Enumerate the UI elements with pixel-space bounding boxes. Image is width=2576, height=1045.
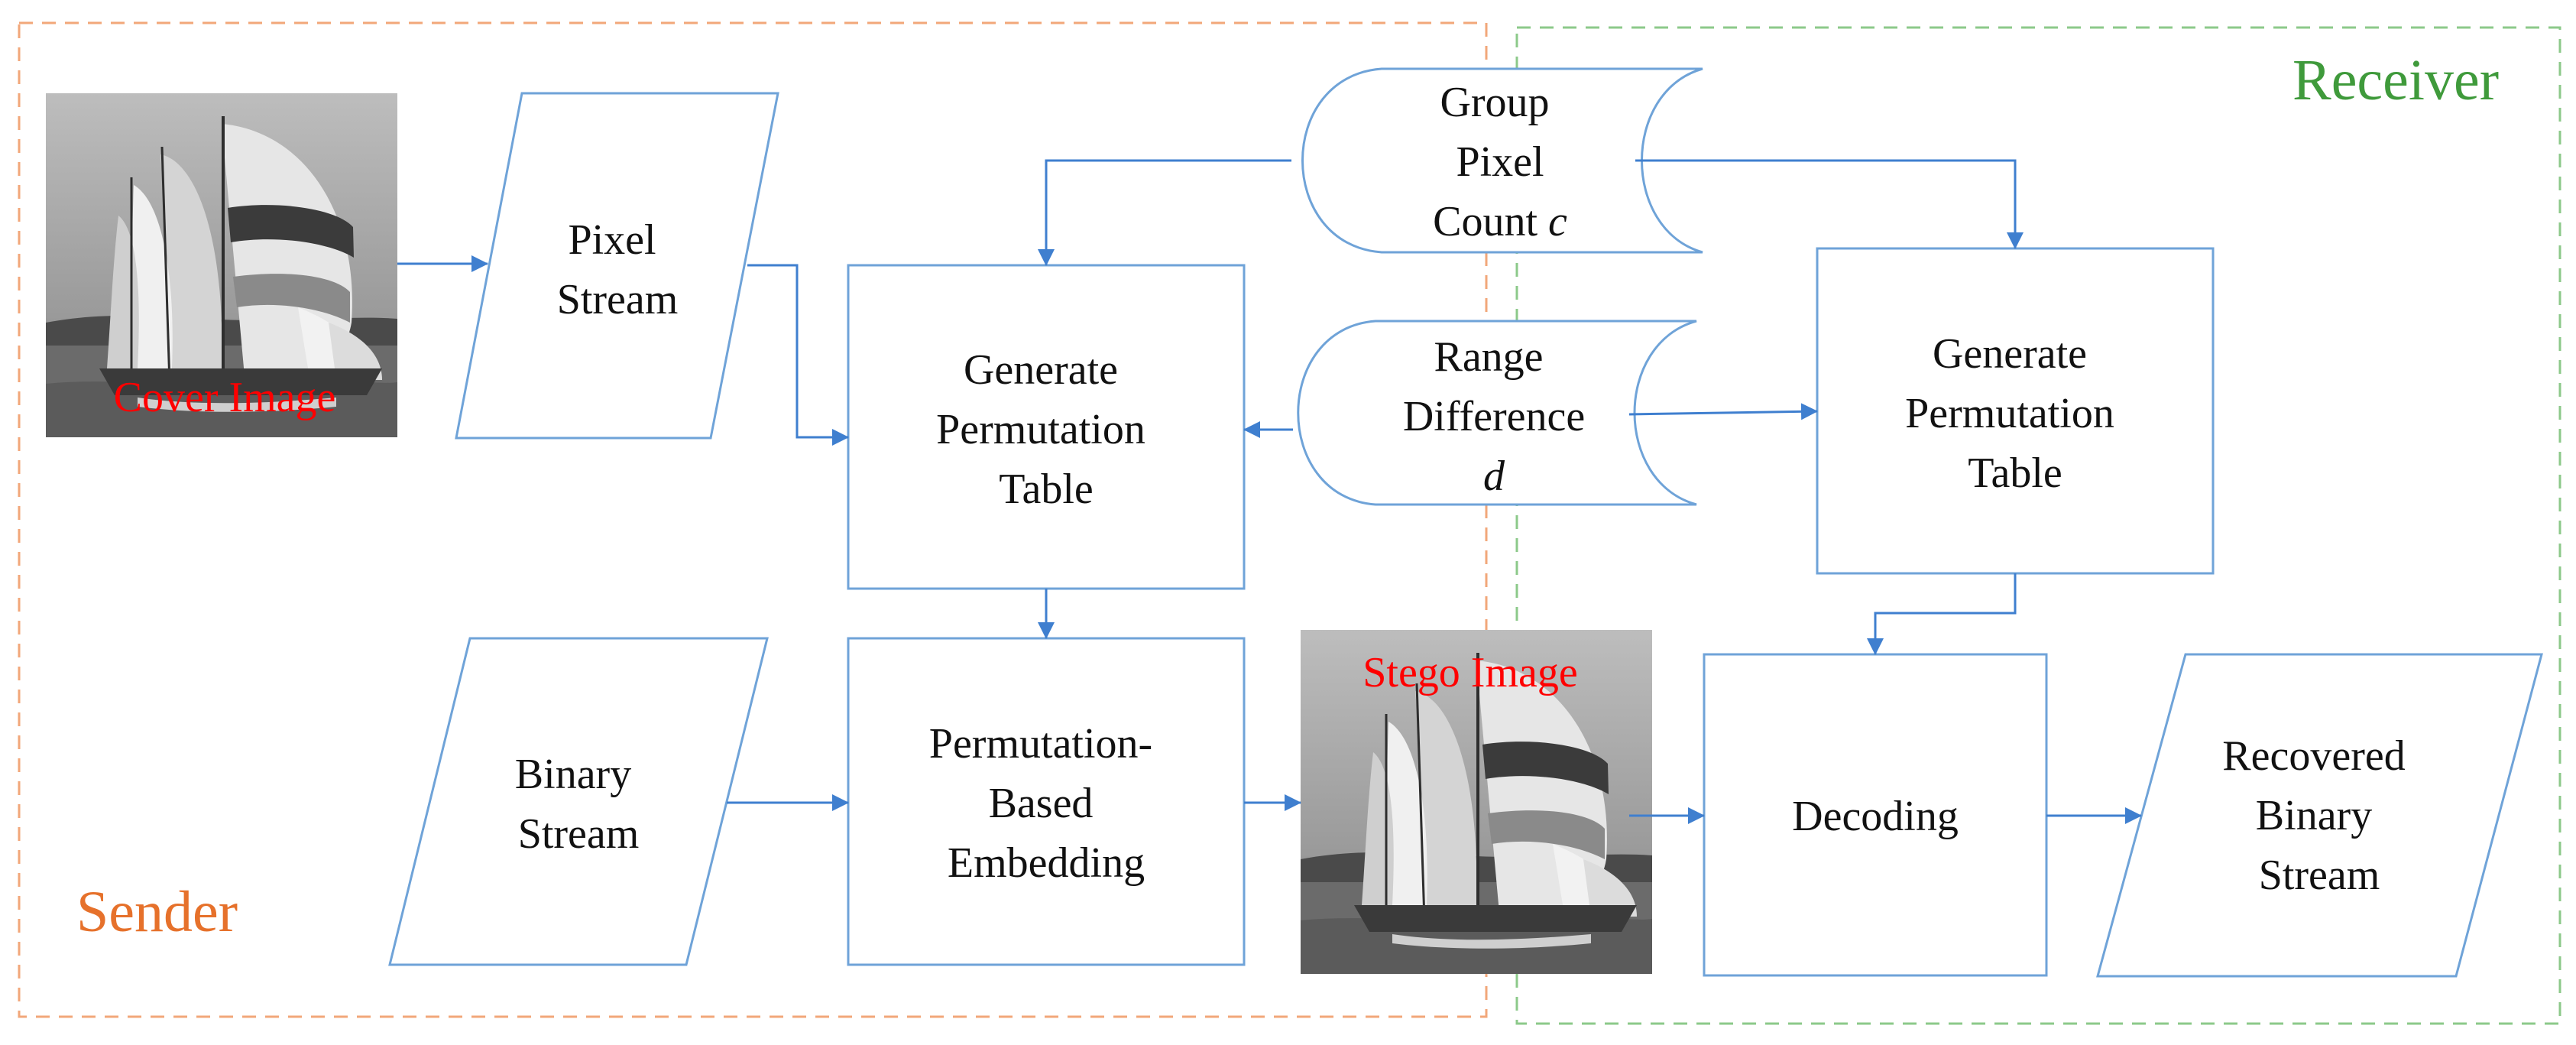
group-pixel-count-variable: c (1548, 198, 1567, 245)
arrow-pixel-count-to-receiver-table (1635, 159, 2024, 249)
receiver-region (1515, 26, 2561, 1025)
recovered-stream-line-2: Binary (2256, 792, 2372, 839)
group-pixel-count-line-1: Group (1440, 79, 1549, 126)
embedding-line-2: Based (989, 780, 1094, 827)
generate-table-receiver-node: Generate Permutation Table (1816, 247, 2215, 575)
generate-table-receiver-line-2: Permutation (1905, 390, 2114, 437)
connectors (397, 159, 2142, 824)
generate-table-sender-node: Generate Permutation Table (847, 264, 1246, 590)
generate-table-receiver-line-3: Table (1968, 449, 2062, 497)
svg-text:Permutation- Based: Permutation- Based Embedding (929, 720, 1163, 887)
range-difference-node: Range Difference d (1297, 320, 1697, 506)
decoding-node: Decoding (1703, 653, 2048, 977)
generate-table-sender-line-1: Generate (964, 346, 1118, 394)
generate-table-sender-line-3: Table (999, 466, 1094, 513)
pixel-stream-line-1: Pixel (568, 216, 656, 264)
svg-text:Binary Stream: Binary Stream (515, 751, 642, 858)
group-pixel-count-node: Group Pixel Count c (1301, 67, 1703, 254)
svg-text:Generate Permutation: Generate Permutation Table (1905, 330, 2125, 497)
decoding-line-1: Decoding (1792, 793, 1959, 840)
sender-label: Sender (76, 880, 238, 944)
svg-text:Group Pixel: Group Pixel (1440, 79, 1560, 186)
generate-table-receiver-line-1: Generate (1933, 330, 2087, 378)
binary-stream-node: Binary Stream (388, 637, 769, 966)
stego-image: Stego Image (1299, 628, 1654, 975)
group-pixel-count-line-2: Pixel (1456, 138, 1544, 186)
pixel-stream-node: Pixel Stream (455, 92, 779, 440)
svg-text:Range Difference: Range Difference (1403, 333, 1585, 440)
binary-stream-line-2: Stream (518, 810, 640, 858)
generate-table-sender-line-2: Permutation (936, 406, 1145, 453)
embedding-node: Permutation- Based Embedding (847, 637, 1246, 966)
range-difference-line-1: Range (1434, 333, 1543, 381)
recovered-stream-line-3: Stream (2259, 852, 2380, 899)
recovered-stream-node: Recovered Binary Stream (2096, 653, 2543, 978)
arrow-receiver-table-to-decoding (1867, 573, 2017, 655)
receiver-label: Receiver (2292, 48, 2499, 112)
arrow-pixel-stream-to-table (747, 264, 849, 446)
group-pixel-count-line-3: Count c (1433, 198, 1567, 245)
stego-image-caption: Stego Image (1363, 649, 1577, 696)
range-difference-variable: d (1483, 453, 1505, 500)
arrow-range-to-receiver-table (1628, 403, 1818, 420)
embedding-line-1: Permutation- (929, 720, 1152, 768)
cover-image: Cover Image (44, 92, 399, 439)
arrow-pixel-count-to-sender-table (1038, 159, 1291, 266)
svg-text:Pixel Stream: Pixel Stream (557, 216, 679, 323)
svg-text:Recovered Binary S: Recovered Binary Stream (2222, 732, 2416, 899)
pixel-stream-line-2: Stream (557, 276, 679, 323)
sender-region (18, 21, 1488, 1018)
binary-stream-line-1: Binary (515, 751, 631, 798)
recovered-stream-line-1: Recovered (2222, 732, 2405, 780)
range-difference-line-2: Difference (1403, 393, 1585, 440)
cover-image-caption: Cover Image (114, 374, 336, 421)
embedding-line-3: Embedding (948, 839, 1145, 887)
svg-text:Generate Permutation: Generate Permutation Table (936, 346, 1156, 513)
